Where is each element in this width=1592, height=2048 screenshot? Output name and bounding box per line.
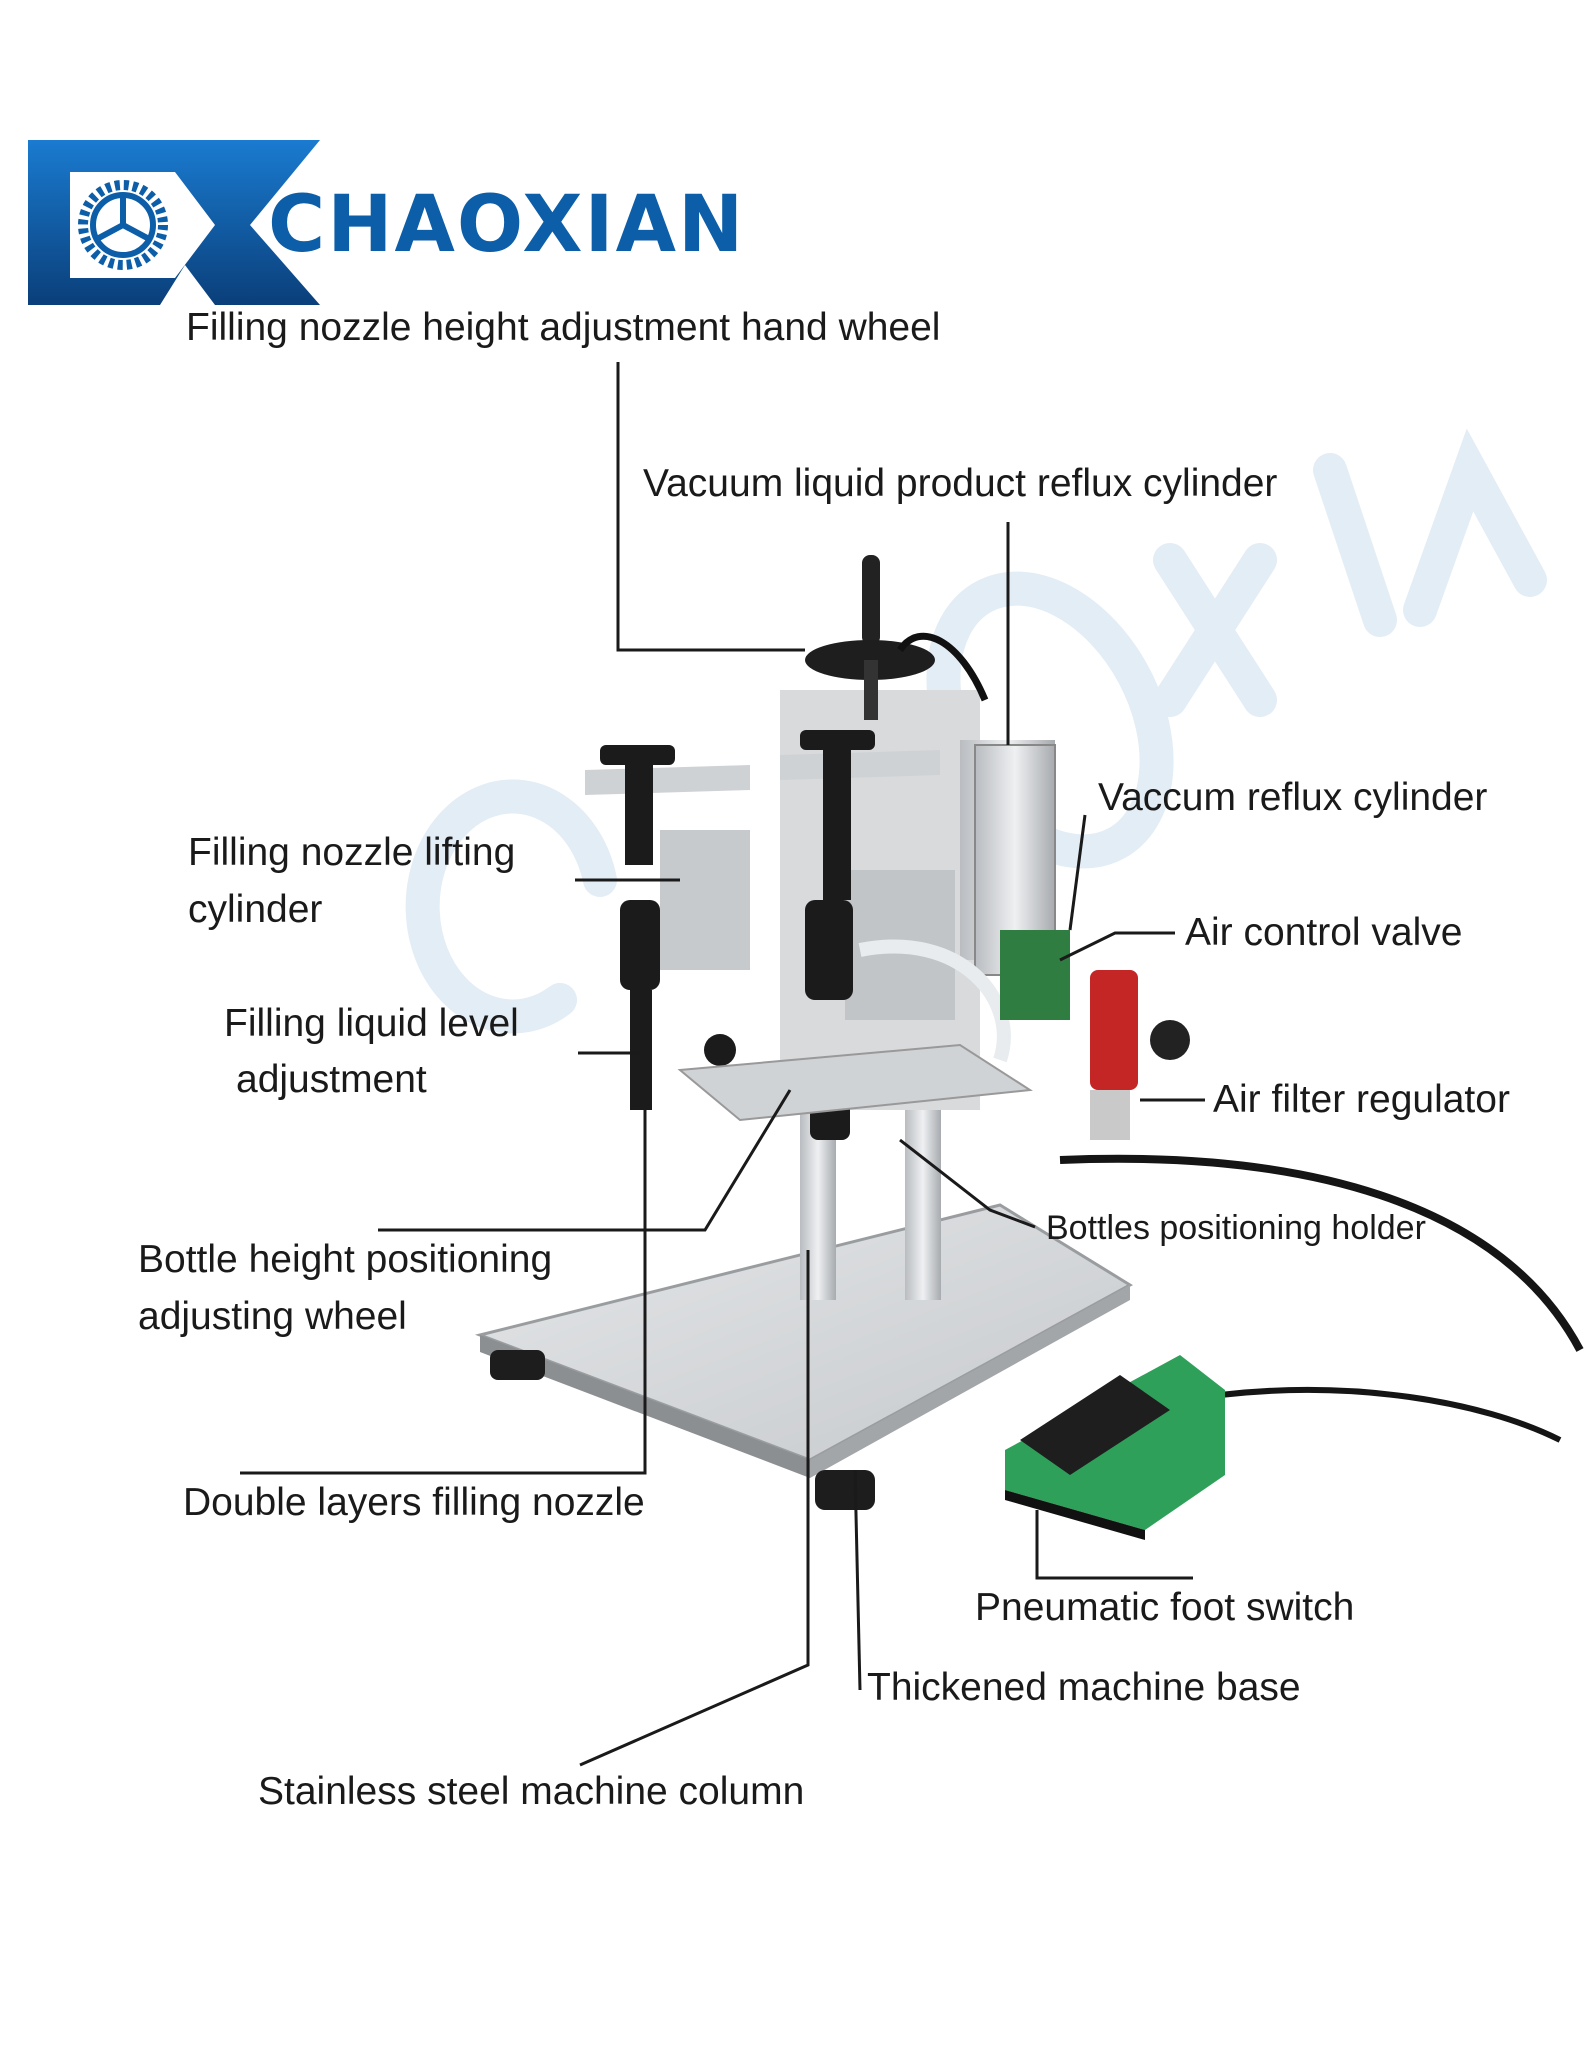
label-lifting-cylinder-2: cylinder [188,888,323,931]
label-double-nozzle: Double layers filling nozzle [183,1481,645,1524]
label-machine-column: Stainless steel machine column [258,1770,805,1813]
label-air-filter-regulator: Air filter regulator [1213,1078,1510,1121]
label-vacuum-liquid-cylinder: Vacuum liquid product reflux cylinder [643,462,1278,505]
brand-logo [28,140,320,305]
label-bottle-height-2: adjusting wheel [138,1295,407,1338]
label-machine-base: Thickened machine base [867,1666,1301,1709]
leader-lines [240,362,1205,1767]
label-bottle-height-1: Bottle height positioning [138,1238,553,1281]
label-liquid-level-1: Filling liquid level [224,1002,519,1045]
brand-name: CHAOXIAN [268,180,746,270]
label-hand-wheel: Filling nozzle height adjustment hand wh… [186,306,941,349]
label-vaccum-reflux-cylinder: Vaccum reflux cylinder [1098,776,1488,819]
label-liquid-level-2: adjustment [236,1058,427,1101]
label-bottles-holder: Bottles positioning holder [1046,1209,1426,1247]
label-foot-switch: Pneumatic foot switch [975,1586,1355,1629]
label-air-control-valve: Air control valve [1185,911,1463,954]
label-lifting-cylinder-1: Filling nozzle lifting [188,831,516,874]
